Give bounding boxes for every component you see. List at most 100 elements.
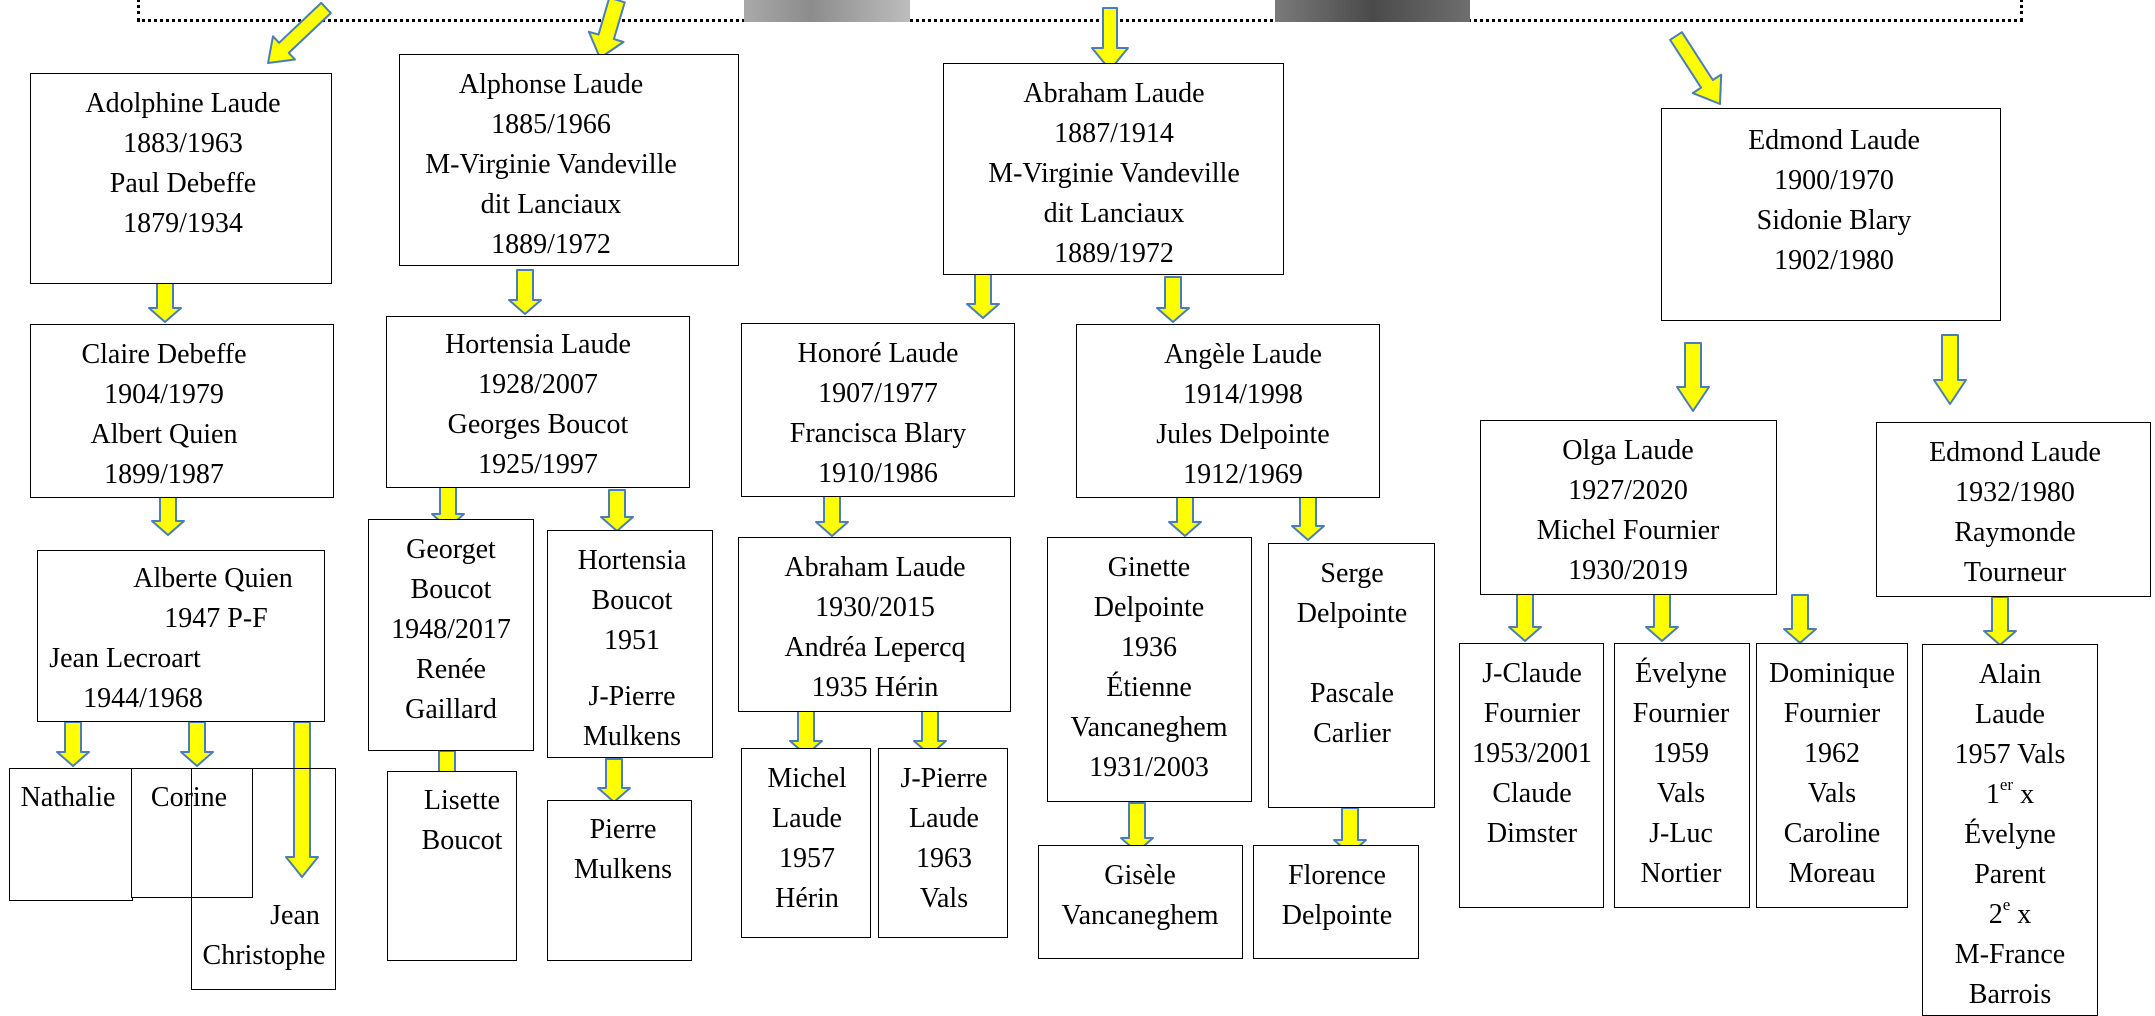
- person-line: 1887/1914: [1054, 118, 1174, 149]
- person-line: Fournier: [1783, 698, 1881, 729]
- down-arrow-28: [1783, 594, 1817, 644]
- person-line: Vals: [919, 883, 969, 914]
- person-line: Serge: [1320, 558, 1384, 589]
- person-line: 1957: [779, 843, 835, 874]
- person-line: 1963: [916, 843, 972, 874]
- person-box-hortensia-laude-1928: Hortensia Laude 1928/2007 Georges Boucot…: [386, 316, 690, 488]
- person-line: J-Claude: [1482, 658, 1582, 689]
- person-line: Georges Boucot: [447, 409, 629, 440]
- down-arrow-3: [1091, 7, 1129, 71]
- down-arrow-2: [587, 0, 626, 59]
- person-line: Pierre: [589, 814, 657, 845]
- person-box-ginette-delpointe: Ginette Delpointe 1936 Étienne Vancanegh…: [1047, 537, 1252, 802]
- person-line: Mulkens: [583, 721, 681, 752]
- person-box-alain-laude: Alain Laude 1957 Vals 1er x Évelyne Pare…: [1922, 644, 2098, 1016]
- person-line: Francisca Blary: [789, 418, 967, 449]
- person-line: Jean Lecroart: [49, 643, 201, 674]
- person-line: 1879/1934: [123, 208, 243, 239]
- person-line: Vancaneghem: [1070, 712, 1228, 743]
- person-line: 1936: [1121, 632, 1177, 663]
- second-marriage-ordinal: e: [2002, 895, 2011, 914]
- person-line: M-France: [1954, 939, 2066, 970]
- top-photo-frame: [137, 0, 2023, 22]
- person-line: 1889/1972: [1054, 238, 1174, 269]
- person-line: Michel Fournier: [1536, 515, 1720, 546]
- person-box-corine: Corine: [131, 768, 253, 898]
- first-marriage-line: 1er x: [1986, 775, 2034, 815]
- person-box-alphonse-laude: Alphonse Laude 1885/1966 M-Virginie Vand…: [399, 54, 739, 266]
- person-line: Delpointe: [1296, 598, 1408, 629]
- person-line: Nathalie: [20, 782, 116, 813]
- person-line: Christophe: [202, 940, 326, 971]
- person-line: J-Pierre: [900, 763, 988, 794]
- person-box-jclaude-fournier: J-Claude Fournier 1953/2001 Claude Dimst…: [1459, 643, 1604, 908]
- second-marriage-mark: x: [2010, 899, 2032, 930]
- down-arrow-17: [56, 721, 90, 767]
- person-line: Adolphine Laude: [85, 88, 281, 119]
- person-box-honore-laude: Honoré Laude 1907/1977 Francisca Blary 1…: [741, 323, 1015, 497]
- down-arrow-13: [600, 489, 634, 532]
- person-line: Abraham Laude: [1023, 78, 1205, 109]
- person-line: M-Virginie Vandeville: [988, 158, 1240, 189]
- person-line: 1930/2019: [1568, 555, 1688, 586]
- person-line: 1904/1979: [104, 379, 224, 410]
- down-arrow-1: [267, 1, 332, 64]
- down-arrow-29: [1983, 596, 2017, 646]
- person-line: 1928/2007: [478, 369, 598, 400]
- down-arrow-16: [1291, 496, 1325, 541]
- photo-right: [1275, 0, 1470, 22]
- person-line: Jules Delpointe: [1156, 419, 1330, 450]
- person-box-olga-laude: Olga Laude 1927/2020 Michel Fournier 193…: [1480, 420, 1777, 595]
- person-line: Barrois: [1968, 979, 2052, 1010]
- person-line: Laude: [1975, 699, 2045, 730]
- person-line: 1935 Hérin: [811, 672, 939, 703]
- down-arrow-27: [1645, 592, 1679, 642]
- person-line: Pascale: [1310, 678, 1394, 709]
- first-marriage-mark: x: [2013, 779, 2035, 810]
- down-arrow-4: [1669, 31, 1723, 105]
- person-line: 1900/1970: [1774, 165, 1894, 196]
- person-line: Delpointe: [1093, 592, 1205, 623]
- person-line: Vancaneghem: [1061, 900, 1219, 931]
- down-arrow-21: [597, 758, 631, 803]
- person-box-alberte-quien: Alberte Quien 1947 P-F Jean Lecroart 194…: [37, 550, 325, 722]
- person-line: Boucot: [421, 825, 503, 856]
- person-line: Évelyne: [1635, 658, 1727, 689]
- person-line: 1899/1987: [104, 459, 224, 490]
- person-line: Hortensia: [577, 545, 687, 576]
- person-box-gisele-vancaneghem: Gisèle Vancaneghem: [1038, 845, 1243, 959]
- person-line: Fournier: [1632, 698, 1730, 729]
- person-box-nathalie: Nathalie: [9, 768, 133, 901]
- person-line: Andréa Lepercq: [784, 632, 966, 663]
- person-line: 1959: [1653, 738, 1709, 769]
- person-line: Raymonde: [1954, 517, 2076, 548]
- person-line: Fournier: [1483, 698, 1581, 729]
- person-line: Abraham Laude: [784, 552, 966, 583]
- person-line: Nortier: [1640, 858, 1722, 889]
- person-box-hortensia-boucot: Hortensia Boucot 1951 J-Pierre Mulkens: [547, 530, 713, 758]
- person-line: Boucot: [410, 574, 492, 605]
- person-line: dit Lanciaux: [480, 189, 622, 220]
- person-box-adolphine-laude: Adolphine Laude 1883/1963 Paul Debeffe 1…: [30, 73, 332, 284]
- person-line: 1932/1980: [1955, 477, 2075, 508]
- person-line: 1912/1969: [1183, 459, 1303, 490]
- person-line: 1927/2020: [1568, 475, 1688, 506]
- person-line: 1947 P-F: [164, 603, 268, 634]
- person-box-michel-laude: Michel Laude 1957 Hérin: [741, 748, 871, 938]
- person-line: 1910/1986: [818, 458, 938, 489]
- person-line: dit Lanciaux: [1043, 198, 1185, 229]
- person-line: 1883/1963: [123, 128, 243, 159]
- person-line: Hérin: [775, 883, 839, 914]
- second-marriage-number: 2: [1988, 899, 2003, 930]
- person-box-dominique-fournier: Dominique Fournier 1962 Vals Caroline Mo…: [1756, 643, 1908, 908]
- person-line: Ginette: [1107, 552, 1191, 583]
- person-line: J-Luc: [1649, 818, 1713, 849]
- person-line: Vals: [1807, 778, 1857, 809]
- person-box-evelyne-fournier: Évelyne Fournier 1959 Vals J-Luc Nortier: [1614, 643, 1750, 908]
- person-line: 1931/2003: [1089, 752, 1209, 783]
- down-arrow-7: [966, 271, 1000, 319]
- person-line: J-Pierre: [588, 681, 676, 712]
- person-line: Laude: [772, 803, 842, 834]
